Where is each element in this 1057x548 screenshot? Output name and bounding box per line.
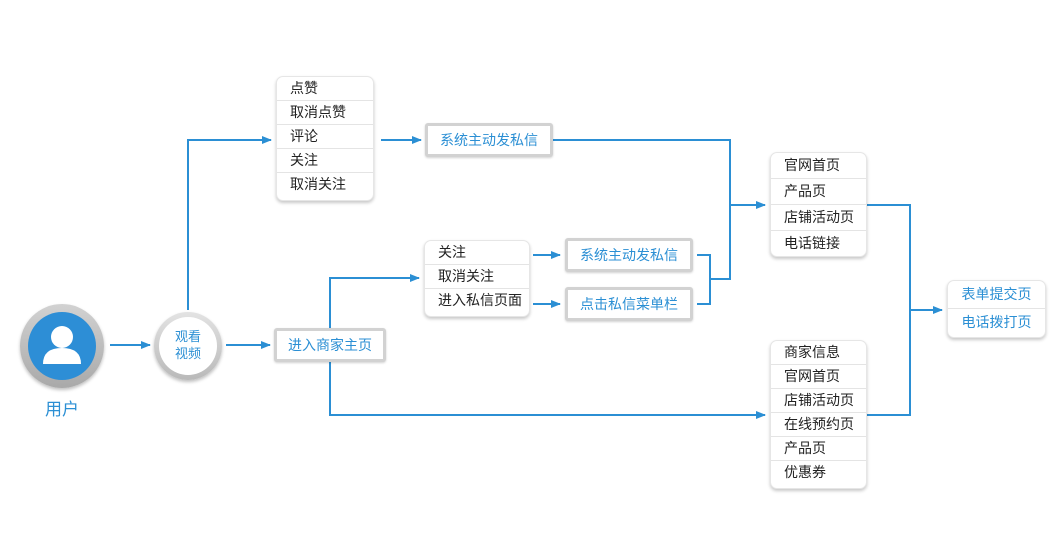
list-item: 关注 [277, 149, 373, 173]
click-message-menu-node: 点击私信菜单栏 [565, 287, 693, 321]
list-item: 进入私信页面 [438, 293, 522, 309]
list-item: 取消点赞 [277, 101, 373, 125]
connector-top-pages-out [867, 204, 911, 310]
list-item: 产品页 [771, 179, 866, 205]
destination-pages-top-box: 官网首页 产品页 店铺活动页 电话链接 [770, 152, 867, 257]
user-label: 用户 [45, 400, 79, 420]
list-item: 评论 [277, 125, 373, 149]
conversion-pages-box: 表单提交页 电话拨打页 [947, 280, 1046, 338]
arrow-watch-to-video-actions [187, 136, 272, 310]
arrow-merchant-home-to-merchant-actions [329, 274, 420, 330]
list-item: 商家信息 [771, 341, 866, 365]
arrow-merchant-home-to-bottom-pages [329, 362, 766, 419]
merchant-actions-box: 关注 取消关注 进入私信页面 [424, 240, 530, 317]
list-item: 官网首页 [771, 365, 866, 389]
list-item: 取消关注 [290, 177, 346, 193]
list-item: 店铺活动页 [771, 389, 866, 413]
destination-pages-bottom-box: 商家信息 官网首页 店铺活动页 在线预约页 产品页 优惠券 [770, 340, 867, 489]
list-item: 电话链接 [784, 236, 840, 252]
list-item: 关注 [425, 241, 529, 265]
watch-video-node: 观看 视频 [154, 312, 222, 380]
watch-video-line2: 视频 [174, 347, 201, 362]
list-item: 取消关注 [425, 265, 529, 289]
list-item: 店铺活动页 [771, 205, 866, 231]
video-actions-box: 点赞 取消点赞 评论 关注 取消关注 [276, 76, 374, 201]
list-item: 电话拨打页 [961, 315, 1032, 331]
system-message-mid-node: 系统主动发私信 [565, 238, 693, 272]
connector-system-message-top [553, 139, 731, 205]
list-item: 表单提交页 [948, 281, 1045, 309]
user-avatar [20, 304, 104, 388]
connector-mid-messages [697, 205, 731, 305]
list-item: 点赞 [277, 77, 373, 101]
user-icon [43, 326, 81, 364]
list-item: 优惠券 [784, 465, 826, 481]
list-item: 在线预约页 [771, 413, 866, 437]
connector-bottom-pages-out [867, 310, 911, 416]
list-item: 产品页 [771, 437, 866, 461]
enter-merchant-home-node: 进入商家主页 [274, 328, 386, 362]
system-message-top-node: 系统主动发私信 [425, 123, 553, 157]
watch-video-line1: 观看 [174, 330, 201, 345]
list-item: 官网首页 [771, 153, 866, 179]
